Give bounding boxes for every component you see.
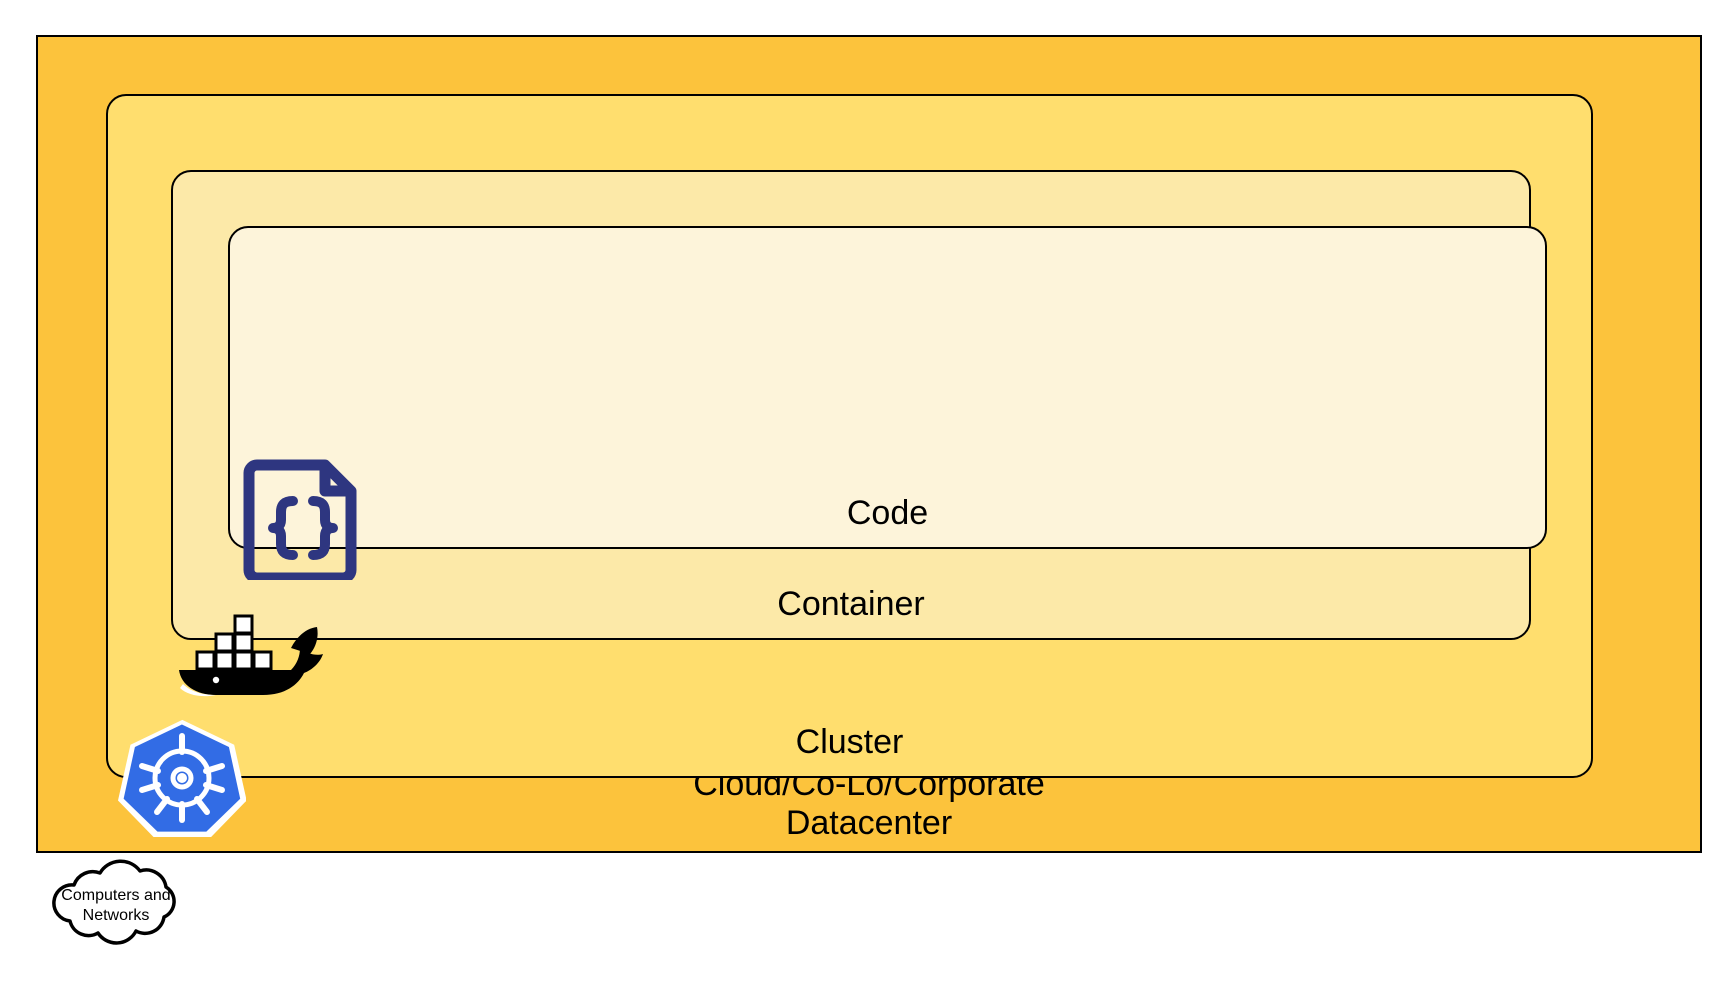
cloud-icon: Computers and Networks — [36, 855, 196, 957]
layer-cluster[interactable]: Cluster Container Code — [106, 94, 1593, 778]
layer-container-label: Container — [777, 584, 925, 623]
layer-code[interactable]: Code — [228, 226, 1547, 549]
docker-whale-icon — [175, 592, 330, 702]
layer-cluster-label: Cluster — [795, 722, 904, 761]
kubernetes-icon — [118, 716, 247, 842]
layer-container[interactable]: Container Code — [171, 170, 1547, 640]
json-file-icon — [243, 455, 361, 584]
layer-code-label: Code — [846, 493, 929, 532]
layer-datacenter[interactable]: Cloud/Co-Lo/Corporate Datacenter Cluster… — [36, 35, 1702, 853]
